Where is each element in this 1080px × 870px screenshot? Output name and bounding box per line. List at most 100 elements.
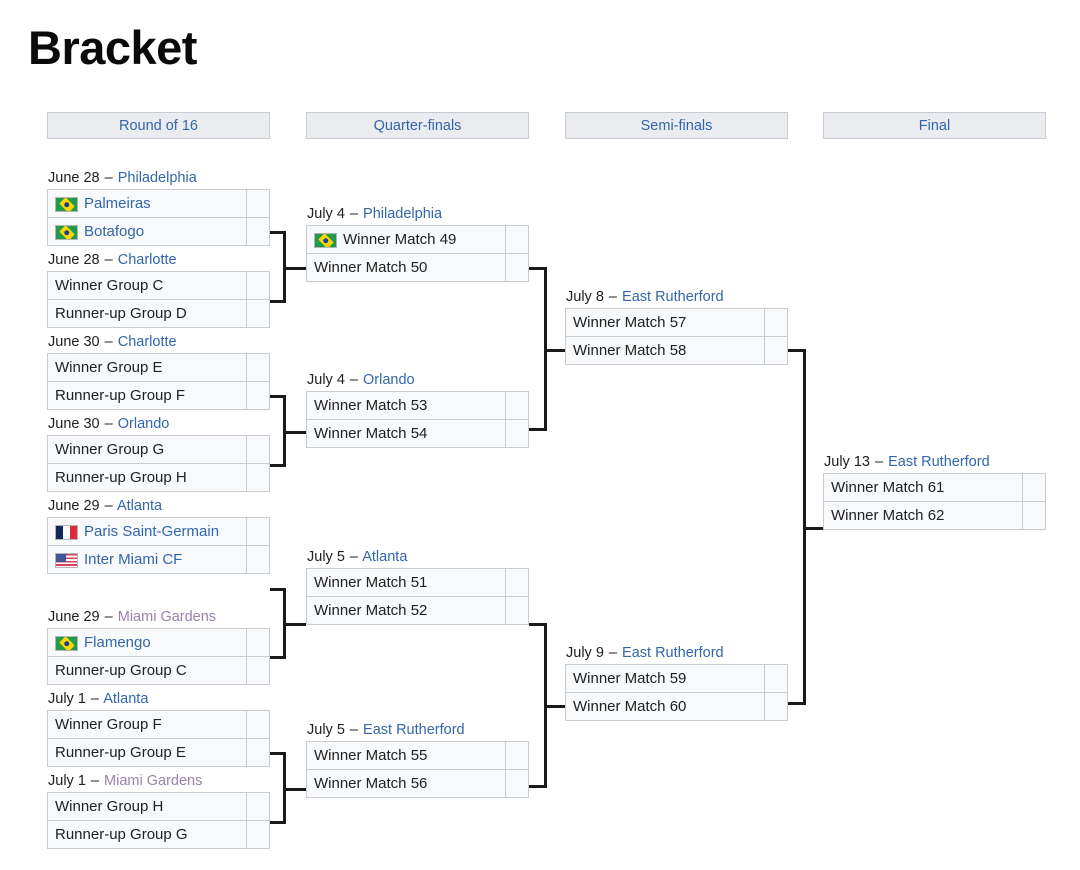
team-cell: Winner Match 62 [824,502,1022,529]
date-venue-separator: – [349,722,358,738]
round-header-4[interactable]: Final [823,112,1046,139]
match-venue-link[interactable]: East Rutherford [622,289,724,305]
date-venue-separator: – [104,498,113,514]
team-cell: Winner Match 61 [824,474,1022,501]
round-header-1[interactable]: Round of 16 [47,112,270,139]
team-cell: Winner Match 60 [566,693,764,720]
score-cell [246,190,269,217]
team-row: Winner Match 59 [566,665,787,693]
team-name-label: Palmeiras [84,195,151,212]
team-name-label: Winner Match 51 [314,574,428,591]
match-date-venue: July 1 – Atlanta [47,691,270,708]
team-cell: Winner Match 59 [566,665,764,692]
round-header-label: Semi-finals [640,117,713,134]
team-row: Winner Group F [48,711,269,739]
match-date: July 5 [307,549,345,565]
score-cell [246,218,269,245]
match-venue-link[interactable]: Miami Gardens [117,609,217,625]
match-venue-link[interactable]: Atlanta [362,549,408,565]
team-row: Runner-up Group D [48,300,269,327]
match-venue-link[interactable]: Atlanta [116,498,163,514]
r16-qf-4-bracket [270,752,286,824]
score-cell [505,254,528,281]
score-cell [246,821,269,848]
team-row: Runner-up Group F [48,382,269,409]
team-name-label: Winner Match 50 [314,259,428,276]
date-venue-separator: – [104,334,113,350]
round-header-label: Final [918,117,951,134]
team-cell: Runner-up Group F [48,382,246,409]
match-venue-link[interactable]: Charlotte [117,334,177,350]
team-name-label: Winner Group C [55,277,164,294]
match-date: June 30 [48,334,100,350]
score-cell [246,657,269,684]
team-cell[interactable]: Flamengo [48,629,246,656]
match-venue-link[interactable]: East Rutherford [888,454,990,470]
team-cell: Winner Match 51 [307,569,505,596]
team-cell: Winner Match 50 [307,254,505,281]
team-name-label: Winner Match 58 [573,342,687,359]
team-cell[interactable]: Inter Miami CF [48,546,246,573]
team-cell: Winner Match 52 [307,597,505,624]
team-name-label: Winner Group E [55,359,163,376]
team-row: Winner Match 54 [307,420,528,447]
team-name-label: Winner Match 57 [573,314,687,331]
date-venue-separator: – [104,609,113,625]
team-name-label: Winner Group H [55,798,164,815]
score-cell [246,518,269,545]
team-row: Winner Group E [48,354,269,382]
match-box: Winner Match 59 Winner Match 60 [565,664,788,721]
round-header-3[interactable]: Semi-finals [565,112,788,139]
team-cell: Winner Match 55 [307,742,505,769]
team-cell: Winner Match 57 [566,309,764,336]
team-cell[interactable]: Palmeiras [48,190,246,217]
match-venue-link[interactable]: Atlanta [103,691,149,707]
team-row: Winner Match 50 [307,254,528,281]
match-box: Winner Group H Runner-up Group G [47,792,270,849]
team-cell: Winner Match 49 [307,226,505,253]
match-venue-link[interactable]: Orlando [117,416,170,432]
match-venue-link[interactable]: Miami Gardens [104,773,203,789]
score-cell [764,337,787,364]
match-date: June 28 [48,252,100,268]
qf-sf-2-out-stub [547,705,567,708]
match-venue-link[interactable]: Charlotte [117,252,177,268]
team-cell[interactable]: Botafogo [48,218,246,245]
score-cell [246,629,269,656]
score-cell [246,354,269,381]
team-row: Runner-up Group C [48,657,269,684]
team-name-label: Runner-up Group H [55,469,187,486]
team-row: Winner Match 51 [307,569,528,597]
match-venue-link[interactable]: East Rutherford [363,722,465,738]
match-venue-link[interactable]: Philadelphia [363,206,443,222]
match-venue-link[interactable]: Philadelphia [117,170,197,186]
team-cell[interactable]: Paris Saint-Germain [48,518,246,545]
match-venue-link[interactable]: East Rutherford [622,645,724,661]
match-date-venue: June 30 – Charlotte [47,334,270,351]
match-box: Winner Match 51 Winner Match 52 [306,568,529,625]
brazil-flag [55,225,78,240]
score-cell [505,420,528,447]
score-cell [505,392,528,419]
team-cell: Runner-up Group G [48,821,246,848]
date-venue-separator: – [874,454,884,470]
qf-sf-1-bracket [529,267,547,431]
date-venue-separator: – [349,549,358,565]
date-venue-separator: – [104,416,113,432]
match-venue-link[interactable]: Orlando [363,372,415,388]
team-row: Winner Match 57 [566,309,787,337]
round-header-2[interactable]: Quarter-finals [306,112,529,139]
team-row: Winner Group G [48,436,269,464]
team-name-label: Winner Match 61 [831,479,945,496]
team-name-label: Winner Match 60 [573,698,687,715]
team-cell: Winner Group C [48,272,246,299]
